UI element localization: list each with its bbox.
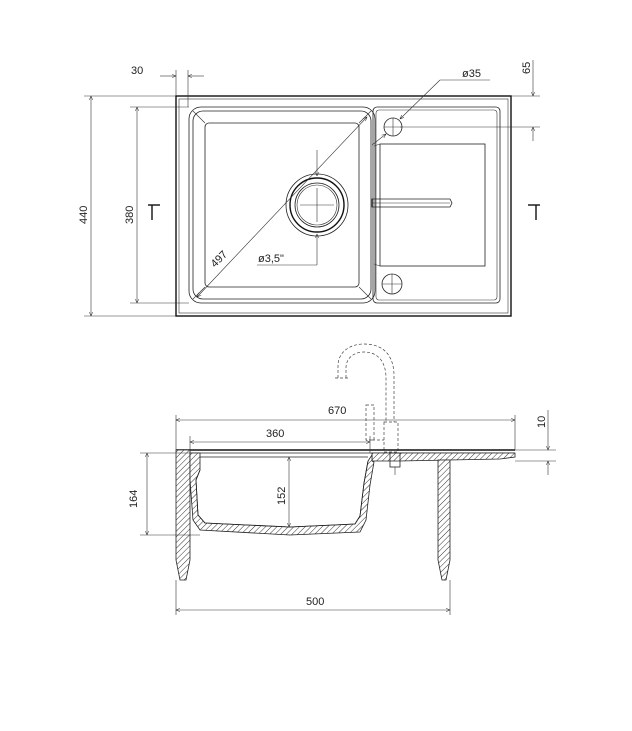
dim-drain-label: ø3,5" <box>258 253 284 265</box>
sink-outer-inner-edge <box>178 98 509 314</box>
dim-65-label: 65 <box>521 62 533 74</box>
top-view: 30 65 ø35 440 <box>78 60 540 317</box>
dim-440: 440 <box>78 96 176 316</box>
dim-10: 10 <box>515 410 556 475</box>
dim-380-label: 380 <box>124 206 136 224</box>
main-bowl <box>188 106 376 304</box>
dim-497: 497 <box>197 117 367 297</box>
dim-164-label: 164 <box>128 490 140 508</box>
dim-500: 500 <box>176 580 450 615</box>
dim-30: 30 <box>131 65 204 107</box>
side-view: 670 10 360 164 <box>128 343 556 615</box>
section-marker-left <box>148 204 160 220</box>
dim-65: 65 <box>400 60 540 141</box>
dim-670: 670 <box>176 405 515 450</box>
dim-380: 380 <box>124 107 189 303</box>
dim-152-label: 152 <box>276 487 288 505</box>
drainer-area <box>371 106 501 304</box>
dim-500-label: 500 <box>306 596 324 608</box>
dim-164: 164 <box>128 453 200 535</box>
dim-670-label: 670 <box>328 405 346 417</box>
dim-497-label: 497 <box>209 249 230 270</box>
dim-10-label: 10 <box>536 416 548 428</box>
dim-360: 360 <box>190 428 370 453</box>
faucet <box>335 343 399 453</box>
dim-360-label: 360 <box>266 428 284 440</box>
dim-o35: ø35 <box>371 68 490 146</box>
dim-152: 152 <box>276 457 289 527</box>
dim-o35-label: ø35 <box>462 68 481 80</box>
section-marker-right <box>528 204 540 220</box>
sink-outer-outline <box>175 95 512 317</box>
overflow-slot <box>371 198 453 208</box>
dim-30-label: 30 <box>131 65 143 77</box>
sink-section <box>175 449 516 581</box>
drain-circle <box>257 150 349 266</box>
dim-440-label: 440 <box>78 206 90 224</box>
